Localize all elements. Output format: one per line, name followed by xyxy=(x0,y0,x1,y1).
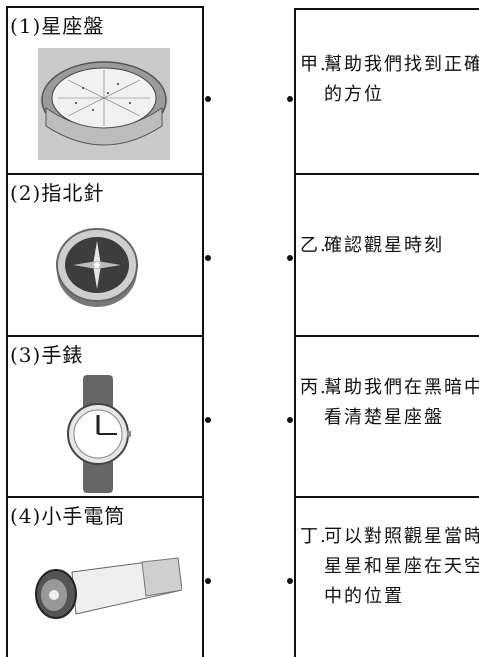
right-connect-dot-3[interactable] xyxy=(287,417,293,423)
right-description-column: 甲. 幫助我們找到正確的方位 乙. 確認觀星時刻 丙. 幫助我們在黑暗中看清楚星… xyxy=(294,8,479,657)
description-text: 確認觀星時刻 xyxy=(324,235,444,256)
planisphere-icon xyxy=(38,48,170,160)
description-text: 幫助我們在黑暗中看清楚星座盤 xyxy=(324,377,479,428)
description-mark: 乙. xyxy=(300,235,328,256)
description-text: 可以對照觀星當時星星和星座在天空中的位置 xyxy=(324,526,479,607)
description-cell-1: 甲. 幫助我們找到正確的方位 xyxy=(296,10,479,175)
description-mark: 丁. xyxy=(300,526,328,547)
left-connect-dot-3[interactable] xyxy=(205,417,211,423)
description-item: 乙. 確認觀星時刻 xyxy=(300,231,479,261)
left-connect-dot-4[interactable] xyxy=(205,578,211,584)
item-label: (2)指北針 xyxy=(10,181,105,205)
description-cell-4: 丁. 可以對照觀星當時星星和星座在天空中的位置 xyxy=(296,498,479,657)
item-cell-compass: (2)指北針 xyxy=(8,175,202,337)
description-text: 幫助我們找到正確的方位 xyxy=(324,54,479,105)
description-item: 甲. 幫助我們找到正確的方位 xyxy=(300,50,479,110)
description-item: 丁. 可以對照觀星當時星星和星座在天空中的位置 xyxy=(300,522,479,612)
left-connect-dot-2[interactable] xyxy=(205,255,211,261)
watch-icon xyxy=(67,375,131,493)
item-cell-watch: (3)手錶 xyxy=(8,337,202,498)
compass-icon xyxy=(56,228,138,307)
item-label: (3)手錶 xyxy=(10,343,84,367)
item-cell-planisphere: (1)星座盤 xyxy=(8,8,202,175)
description-mark: 甲. xyxy=(300,54,328,75)
description-mark: 丙. xyxy=(300,377,328,398)
right-connect-dot-2[interactable] xyxy=(287,255,293,261)
item-label: (4)小手電筒 xyxy=(10,504,126,528)
flashlight-icon xyxy=(35,557,182,619)
description-item: 丙. 幫助我們在黑暗中看清楚星座盤 xyxy=(300,373,479,433)
right-connect-dot-4[interactable] xyxy=(287,578,293,584)
right-connect-dot-1[interactable] xyxy=(287,96,293,102)
description-cell-2: 乙. 確認觀星時刻 xyxy=(296,175,479,337)
left-connect-dot-1[interactable] xyxy=(205,96,211,102)
left-item-column: (1)星座盤 (2)指北針 (3)手錶 xyxy=(6,6,204,657)
description-cell-3: 丙. 幫助我們在黑暗中看清楚星座盤 xyxy=(296,337,479,498)
item-cell-flashlight: (4)小手電筒 xyxy=(8,498,202,657)
item-label: (1)星座盤 xyxy=(10,14,105,38)
